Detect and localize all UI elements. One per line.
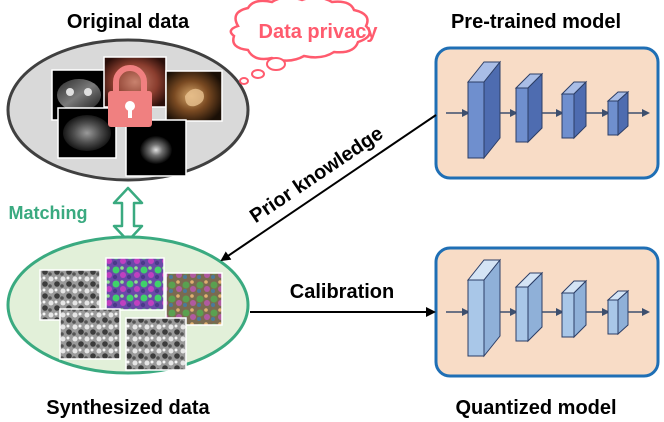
lock-icon <box>108 65 152 127</box>
original-image-mri <box>57 107 117 159</box>
pretrained-layer-4 <box>606 90 630 137</box>
quantized-network-blocks <box>446 258 650 358</box>
privacy-label: Data privacy <box>259 21 379 43</box>
matching-label: Matching <box>9 203 88 223</box>
calibration-label: Calibration <box>290 281 394 303</box>
quantized-layer-3 <box>560 279 588 339</box>
pretrained-layer-1 <box>466 60 502 160</box>
synth-image-5 <box>125 317 187 371</box>
pretrained-layer-2 <box>514 72 544 144</box>
synth-image-4 <box>59 308 121 360</box>
synth-image-3 <box>165 272 223 326</box>
privacy-thought-cloud <box>229 0 371 85</box>
synth-image-2 <box>105 257 165 311</box>
quantized-model-title: Quantized model <box>455 397 616 419</box>
quantized-layer-1 <box>466 258 502 358</box>
prior-knowledge-arrow <box>220 114 437 262</box>
quantized-layer-4 <box>606 289 630 336</box>
pretrained-network-blocks <box>446 60 650 160</box>
original-image-ct-brain <box>125 119 187 177</box>
double-arrow-icon <box>112 186 144 243</box>
original-data-title: Original data <box>67 11 190 33</box>
pretrained-layer-3 <box>560 80 588 140</box>
pretrained-model-title: Pre-trained model <box>451 11 621 33</box>
quantized-layer-2 <box>514 271 544 343</box>
prior-knowledge-label: Prior knowledge <box>246 122 387 227</box>
original-image-endoscopy-brown <box>165 70 223 122</box>
synthesized-data-title: Synthesized data <box>46 397 210 419</box>
